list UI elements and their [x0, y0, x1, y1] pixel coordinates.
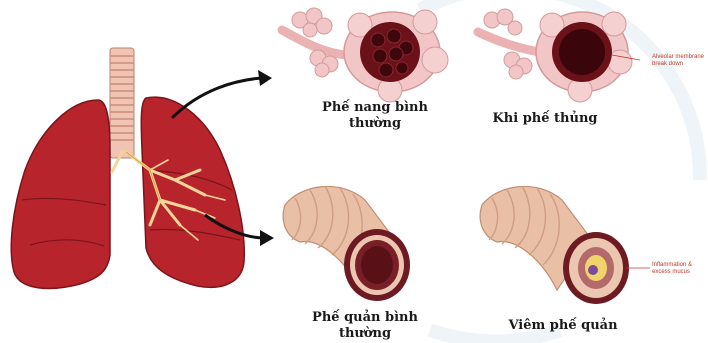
lungs-illustration: [11, 48, 244, 288]
caption-alveoli-normal-line1: Phế nang bình: [310, 100, 440, 116]
bronchus-normal-illustration: [283, 186, 410, 301]
caption-bronchus-normal: Phế quản bình thường: [305, 310, 425, 342]
annotation-inflammation-line2: excess mucus: [652, 269, 706, 276]
alveoli-normal-illustration: [282, 8, 448, 102]
annotation-inflammation: Inflammation & excess mucus: [652, 262, 706, 276]
trachea: [110, 48, 134, 158]
annotation-inflammation-line1: Inflammation &: [652, 262, 706, 269]
caption-alveoli-emphysema: Khi phế thủng: [490, 111, 600, 127]
annotation-alveolar-membrane-line1: Alveolar membrane: [652, 54, 706, 61]
caption-bronchus-inflamed: Viêm phế quản: [503, 318, 623, 334]
annotation-alveolar-membrane-line2: break down: [652, 61, 706, 68]
alveoli-emphysema-illustration: [478, 9, 640, 102]
bronchus-inflamed-illustration: [480, 186, 650, 304]
caption-bronchus-normal-line2: thường: [305, 326, 425, 342]
caption-alveoli-normal-line2: thường: [310, 116, 440, 132]
caption-bronchus-normal-line1: Phế quản bình: [305, 310, 425, 326]
left-lung: [11, 100, 110, 288]
caption-alveoli-normal: Phế nang bình thường: [310, 100, 440, 132]
annotation-alveolar-membrane: Alveolar membrane break down: [652, 54, 706, 68]
